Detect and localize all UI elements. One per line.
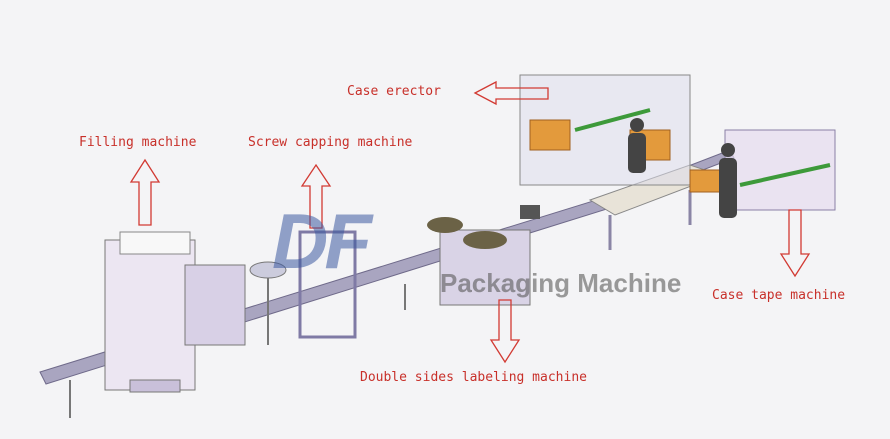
- case-erector: [519, 74, 691, 186]
- label-case-tape-machine: Case tape machine: [712, 288, 846, 303]
- case-tape-arrow: [779, 209, 811, 278]
- operators: [628, 118, 737, 218]
- watermark-logo: DF: [272, 197, 372, 285]
- case-tape-machine: [689, 129, 836, 211]
- capping-arrow: [300, 163, 332, 229]
- label-case-erector: Case erector: [347, 84, 441, 99]
- filling-arrow: [129, 158, 161, 226]
- arrows: [129, 80, 811, 364]
- double-sides-labeling-machine: [427, 205, 540, 306]
- label-filling-machine: Filling machine: [79, 135, 197, 150]
- screw-capping-machine: [249, 230, 357, 345]
- filling-machine: [104, 231, 246, 393]
- labeling-arrow: [489, 299, 521, 364]
- label-double-sides-labeling-machine: Double sides labeling machine: [360, 370, 587, 385]
- case-erector-arrow: [473, 80, 549, 106]
- label-screw-capping-machine: Screw capping machine: [248, 135, 413, 150]
- watermark-text: Packaging Machine: [440, 268, 682, 298]
